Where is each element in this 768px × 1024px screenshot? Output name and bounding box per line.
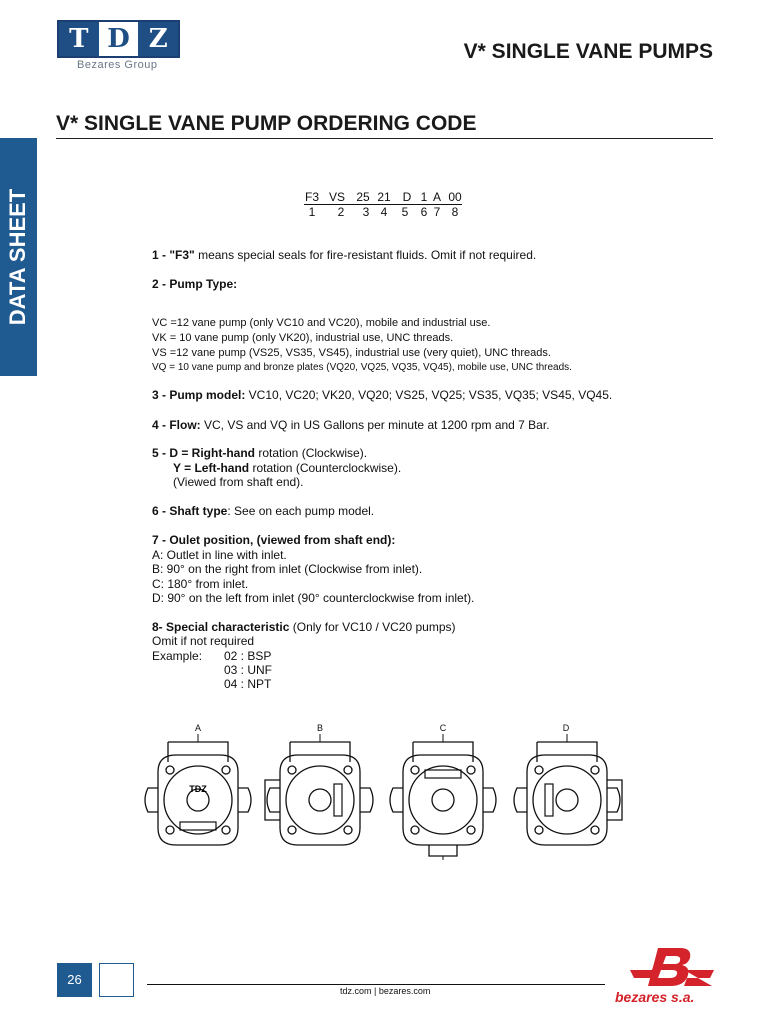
pump-diagram-b <box>264 734 374 846</box>
pump-type-vq: VQ = 10 vane pump and bronze plates (VQ2… <box>152 362 572 373</box>
pump-diagram-a: TDZ <box>144 734 252 846</box>
item-8-label: 8- Special characteristic <box>152 620 290 634</box>
code-divider <box>304 204 462 205</box>
outlet-diagrams: TDZ <box>144 734 623 860</box>
code-value: A <box>432 190 441 204</box>
item-3: 3 - Pump model: VC10, VC20; VK20, VQ20; … <box>152 388 612 403</box>
pump-diagram-d <box>513 734 623 846</box>
footer-brand: bezares s.a. <box>615 989 695 1005</box>
item-2: 2 - Pump Type: <box>152 277 237 292</box>
side-tab-label: DATA SHEET <box>5 188 31 326</box>
code-value: 1 <box>420 190 428 204</box>
code-value: 25 <box>356 190 370 204</box>
page-number: 26 <box>57 963 92 997</box>
example-bsp: 02 : BSP <box>224 649 272 663</box>
side-tab: DATA SHEET <box>0 138 37 376</box>
example-npt: 04 : NPT <box>224 677 272 691</box>
footer-divider <box>147 984 605 985</box>
outlet-c: C: 180° from inlet. <box>152 577 249 591</box>
diagram-stamp: TDZ <box>189 784 207 794</box>
code-value: 00 <box>448 190 462 204</box>
outlet-b: B: 90° on the right from inlet (Clockwis… <box>152 562 423 576</box>
header-title: V* SINGLE VANE PUMPS <box>463 40 713 63</box>
item-8-omit: Omit if not required <box>152 634 255 648</box>
item-5-text: rotation (Clockwise). <box>255 446 368 460</box>
logo-letter-t: T <box>59 22 99 56</box>
page-title: V* SINGLE VANE PUMP ORDERING CODE <box>56 112 477 135</box>
logo-letter-z: Z <box>138 22 179 56</box>
code-position: 4 <box>380 205 388 219</box>
diagram-label-a: A <box>194 723 201 733</box>
code-position: 5 <box>401 205 409 219</box>
outlet-d: D: 90° on the left from inlet (90° count… <box>152 591 475 605</box>
item-8-example-label: Example: <box>152 649 203 663</box>
item-1-text: means special seals for fire-resistant f… <box>194 248 537 262</box>
logo-subtitle: Bezares Group <box>77 59 158 71</box>
item-4-label: 4 - Flow: <box>152 418 201 432</box>
example-unf: 03 : UNF <box>224 663 273 677</box>
item-3-label: 3 - Pump model: <box>152 388 246 402</box>
item-8: 8- Special characteristic (Only for VC10… <box>152 620 455 635</box>
item-6-text: : See on each pump model. <box>227 504 375 518</box>
item-8-text: (Only for VC10 / VC20 pumps) <box>289 620 456 634</box>
code-value: 21 <box>377 190 391 204</box>
code-value: F3 <box>304 190 319 204</box>
diagram-label-c: C <box>439 723 447 733</box>
code-position: 6 <box>420 205 428 219</box>
code-position: 8 <box>451 205 459 219</box>
bezares-logo-icon <box>630 948 714 986</box>
code-position: 2 <box>337 205 345 219</box>
item-6-label: 6 - Shaft type <box>152 504 228 518</box>
item-6: 6 - Shaft type: See on each pump model. <box>152 504 374 519</box>
item-4: 4 - Flow: VC, VS and VQ in US Gallons pe… <box>152 418 550 433</box>
outlet-a: A: Outlet in line with inlet. <box>152 548 287 562</box>
item-5-note: (Viewed from shaft end). <box>173 475 304 489</box>
pump-diagram-c <box>389 734 497 860</box>
diagram-label-b: B <box>316 723 323 733</box>
item-5-label: 5 - D = Right-hand <box>152 446 255 460</box>
pump-type-vs: VS =12 vane pump (VS25, VS35, VS45), ind… <box>152 347 551 359</box>
item-5-left-text: rotation (Counterclockwise). <box>249 461 402 475</box>
item-4-text: VC, VS and VQ in US Gallons per minute a… <box>200 418 550 432</box>
code-position: 7 <box>433 205 441 219</box>
item-7-label: 7 - Oulet position, (viewed from shaft e… <box>152 533 396 547</box>
logo-letter-d: D <box>98 22 139 56</box>
item-5: 5 - D = Right-hand rotation (Clockwise). <box>152 446 367 461</box>
pump-type-vk: VK = 10 vane pump (only VK20), industria… <box>152 332 454 344</box>
diagram-label-d: D <box>562 723 570 733</box>
code-position: 1 <box>308 205 316 219</box>
item-5-left: Y = Left-hand rotation (Counterclockwise… <box>173 461 401 476</box>
item-1: 1 - "F3" means special seals for fire-re… <box>152 248 536 263</box>
item-5-left-label: Y = Left-hand <box>173 461 250 475</box>
item-7: 7 - Oulet position, (viewed from shaft e… <box>152 533 395 548</box>
pump-type-vc: VC =12 vane pump (only VC10 and VC20), m… <box>152 317 491 329</box>
tdz-logo: T D Z <box>57 20 180 58</box>
item-1-label: 1 - "F3" <box>152 248 195 262</box>
code-value: D <box>402 190 412 204</box>
page-number-frame <box>99 963 134 997</box>
code-value: VS <box>328 190 345 204</box>
item-3-text: VC10, VC20; VK20, VQ20; VS25, VQ25; VS35… <box>245 388 613 402</box>
footer-links[interactable]: tdz.com | bezares.com <box>340 986 431 996</box>
code-position: 3 <box>362 205 370 219</box>
title-divider <box>56 138 713 139</box>
item-2-label: 2 - Pump Type: <box>152 277 238 291</box>
